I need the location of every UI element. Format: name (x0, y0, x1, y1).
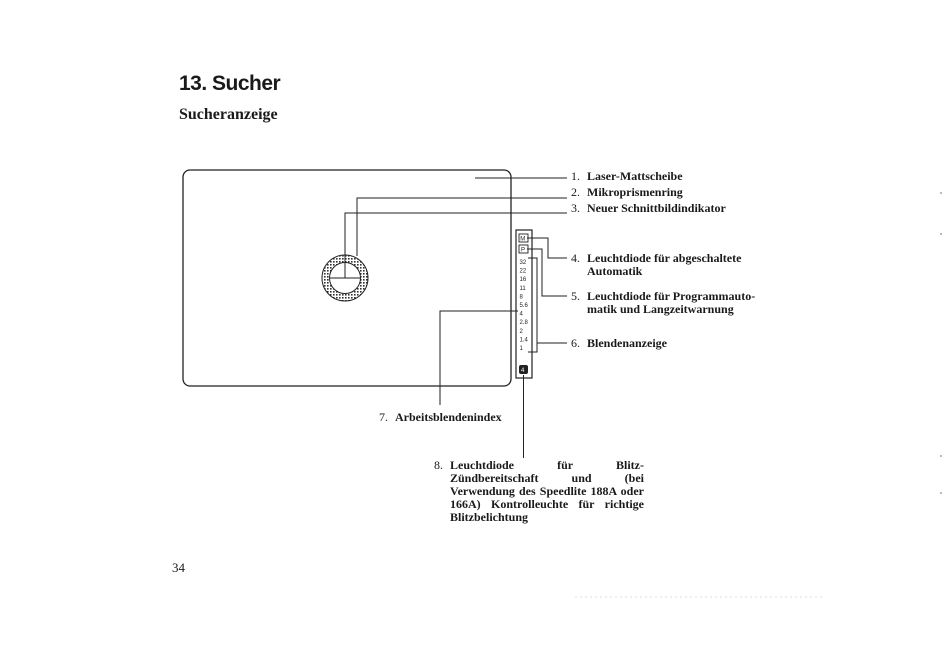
aperture-value: 1.4 (520, 337, 529, 343)
label-6: 6.Blendenanzeige (571, 336, 667, 350)
page-number: 34 (172, 560, 185, 575)
label-1: 1.Laser-Mattscheibe (571, 169, 683, 183)
label-3: 3.Neuer Schnittbildindikator (571, 201, 726, 215)
manual-led-icon: M (520, 237, 525, 243)
aperture-scale-values: 32 22 16 11 8 5.6 4 2.8 2 1.4 1 (520, 260, 529, 352)
aperture-value: 22 (520, 269, 527, 275)
section-title: Sucheranzeige (179, 106, 278, 123)
aperture-value: 2 (520, 329, 524, 335)
program-led-icon: P (521, 248, 525, 254)
leader-line-4 (527, 237, 567, 259)
aperture-value: 4 (520, 312, 524, 318)
leader-line-5 (527, 248, 567, 297)
aperture-value: 11 (520, 286, 527, 292)
aperture-value: 8 (520, 294, 524, 300)
viewfinder-frame (182, 169, 512, 387)
chapter-title: 13. Sucher (179, 72, 281, 95)
aperture-value: 16 (520, 277, 527, 283)
label-2: 2.Mikroprismenring (571, 185, 683, 199)
label-7: 7.Arbeitsblendenindex (379, 410, 502, 424)
leader-line-6 (528, 257, 538, 353)
leader-line-7 (439, 310, 518, 405)
leader-line-2 (356, 197, 567, 256)
flash-led-icon: 4 (521, 368, 525, 374)
label-8: 8. Leuchtdiode für Blitz-Zündbereitschaf… (434, 458, 644, 524)
leader-line-3 (344, 212, 567, 262)
aperture-value: 5.6 (520, 303, 529, 309)
aperture-value: 2.8 (520, 320, 529, 326)
aperture-value: 32 (520, 260, 527, 266)
aperture-value: 1 (520, 346, 524, 352)
label-5: 5.Leuchtdiode für Programmauto-matik und… (571, 289, 756, 316)
